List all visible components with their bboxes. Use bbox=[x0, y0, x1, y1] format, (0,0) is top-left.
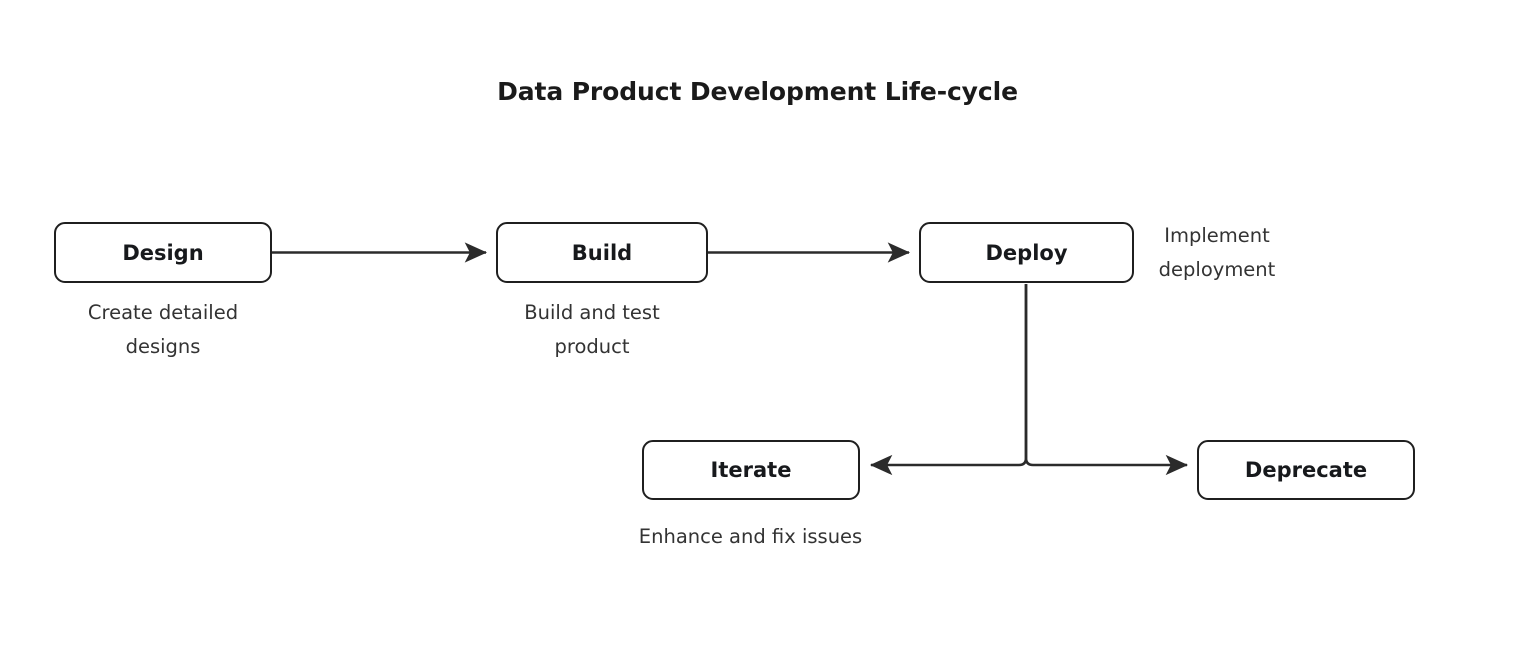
node-deploy[interactable]: Deploy bbox=[919, 222, 1134, 283]
node-iterate[interactable]: Iterate bbox=[642, 440, 860, 500]
diagram-title: Data Product Development Life-cycle bbox=[497, 77, 1018, 106]
caption-build: Build and test product bbox=[524, 301, 660, 358]
node-deprecate[interactable]: Deprecate bbox=[1197, 440, 1415, 500]
caption-iterate: Enhance and fix issues bbox=[638, 525, 863, 548]
edge-deploy-to-iterate bbox=[869, 284, 1028, 476]
node-design-label: Design bbox=[122, 240, 204, 265]
node-build[interactable]: Build bbox=[496, 222, 708, 283]
caption-deploy: Implement deployment bbox=[1158, 224, 1276, 281]
node-deprecate-label: Deprecate bbox=[1244, 458, 1368, 482]
node-iterate-label: Iterate bbox=[710, 458, 792, 482]
node-design[interactable]: Design bbox=[54, 222, 272, 283]
node-deploy-label: Deploy bbox=[985, 240, 1068, 265]
caption-design: Create detailed designs bbox=[87, 301, 239, 358]
node-build-label: Build bbox=[571, 240, 633, 265]
edge-deploy-to-deprecate bbox=[1024, 284, 1189, 476]
